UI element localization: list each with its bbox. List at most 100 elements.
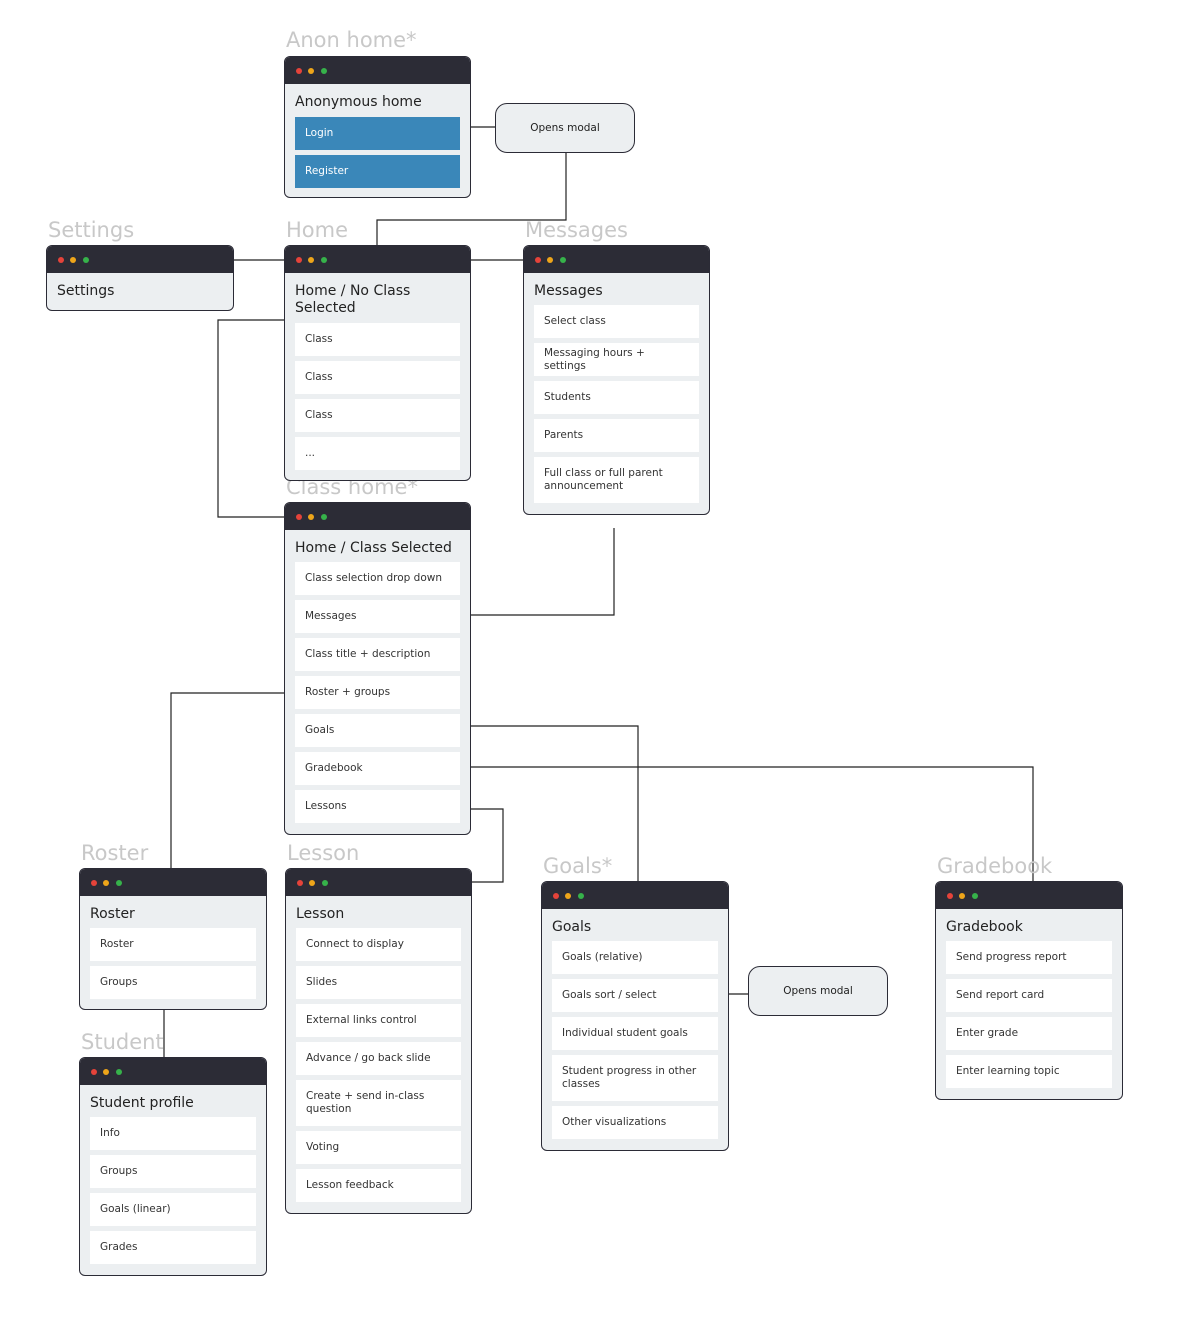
anon-home-window: Anonymous home Login Register [284, 56, 471, 198]
window-title: Roster [90, 906, 135, 922]
list-item[interactable]: Goals (linear) [90, 1193, 256, 1226]
maximize-dot-icon [972, 893, 978, 899]
list-item[interactable]: Messages [295, 600, 460, 633]
list-item[interactable]: ... [295, 437, 460, 470]
messages-window: Messages Select class Messaging hours + … [523, 245, 710, 515]
student-window: Student profile Info Groups Goals (linea… [79, 1057, 267, 1276]
label-roster: Roster [81, 841, 149, 865]
label-anon-home: Anon home* [286, 28, 417, 52]
minimize-dot-icon [308, 68, 314, 74]
close-dot-icon [296, 257, 302, 263]
goals-window: Goals Goals (relative) Goals sort / sele… [541, 881, 729, 1151]
close-dot-icon [535, 257, 541, 263]
window-title: Messages [534, 283, 603, 299]
list-item[interactable]: Send progress report [946, 941, 1112, 974]
maximize-dot-icon [321, 68, 327, 74]
register-button[interactable]: Register [295, 155, 460, 188]
list-item[interactable]: Create + send in-class question [296, 1080, 461, 1126]
list-item[interactable]: Roster + groups [295, 676, 460, 709]
list-item[interactable]: Full class or full parent announcement [534, 457, 699, 503]
maximize-dot-icon [321, 257, 327, 263]
opens-modal-node: Opens modal [748, 966, 888, 1016]
list-item[interactable]: Lessons [295, 790, 460, 823]
roster-window: Roster Roster Groups [79, 868, 267, 1010]
maximize-dot-icon [83, 257, 89, 263]
window-title: Gradebook [946, 919, 1023, 935]
list-item[interactable]: Other visualizations [552, 1106, 718, 1139]
window-titlebar [80, 1058, 266, 1085]
minimize-dot-icon [565, 893, 571, 899]
label-gradebook: Gradebook [937, 854, 1053, 878]
label-settings: Settings [48, 218, 135, 242]
list-item[interactable]: Class [295, 399, 460, 432]
label-home: Home [286, 218, 349, 242]
list-item[interactable]: Grades [90, 1231, 256, 1264]
list-item[interactable]: Lesson feedback [296, 1169, 461, 1202]
window-titlebar [47, 246, 233, 273]
list-item[interactable]: Parents [534, 419, 699, 452]
list-item[interactable]: Select class [534, 305, 699, 338]
lesson-window: Lesson Connect to display Slides Externa… [285, 868, 472, 1214]
link-classhome-gradebook [470, 766, 1034, 882]
window-titlebar [285, 503, 470, 530]
list-item[interactable]: Info [90, 1117, 256, 1150]
list-item[interactable]: Class [295, 361, 460, 394]
list-item[interactable]: Connect to display [296, 928, 461, 961]
window-title: Lesson [296, 906, 345, 922]
window-title: Anonymous home [295, 94, 422, 110]
close-dot-icon [296, 68, 302, 74]
list-item[interactable]: Groups [90, 966, 256, 999]
minimize-dot-icon [959, 893, 965, 899]
link-classhome-roster [170, 692, 285, 869]
window-titlebar [542, 882, 728, 909]
window-title: Goals [552, 919, 592, 935]
minimize-dot-icon [309, 880, 315, 886]
list-item[interactable]: Enter learning topic [946, 1055, 1112, 1088]
label-student: Student [81, 1030, 164, 1054]
home-window: Home / No Class Selected Class Class Cla… [284, 245, 471, 481]
minimize-dot-icon [308, 257, 314, 263]
close-dot-icon [553, 893, 559, 899]
list-item[interactable]: Students [534, 381, 699, 414]
list-item[interactable]: Goals (relative) [552, 941, 718, 974]
settings-window: Settings [46, 245, 234, 311]
close-dot-icon [58, 257, 64, 263]
login-button[interactable]: Login [295, 117, 460, 150]
minimize-dot-icon [70, 257, 76, 263]
list-item[interactable]: Class title + description [295, 638, 460, 671]
list-item[interactable]: External links control [296, 1004, 461, 1037]
list-item[interactable]: Advance / go back slide [296, 1042, 461, 1075]
close-dot-icon [297, 880, 303, 886]
link-home-classhome [217, 319, 285, 518]
list-item[interactable]: Class selection drop down [295, 562, 460, 595]
window-titlebar [286, 869, 471, 896]
list-item[interactable]: Roster [90, 928, 256, 961]
list-item[interactable]: Send report card [946, 979, 1112, 1012]
list-item[interactable]: Class [295, 323, 460, 356]
label-class-home: Class home* [286, 475, 418, 499]
list-item[interactable]: Goals sort / select [552, 979, 718, 1012]
close-dot-icon [947, 893, 953, 899]
close-dot-icon [296, 514, 302, 520]
window-titlebar [80, 869, 266, 896]
link-classhome-lesson [470, 808, 504, 883]
list-item[interactable]: Voting [296, 1131, 461, 1164]
window-title: Home / No Class Selected [295, 283, 411, 316]
maximize-dot-icon [321, 514, 327, 520]
minimize-dot-icon [103, 1069, 109, 1075]
minimize-dot-icon [308, 514, 314, 520]
label-lesson: Lesson [287, 841, 360, 865]
label-goals: Goals* [543, 854, 613, 878]
list-item[interactable]: Messaging hours + settings [534, 343, 699, 376]
list-item[interactable]: Gradebook [295, 752, 460, 785]
list-item[interactable]: Individual student goals [552, 1017, 718, 1050]
list-item[interactable]: Enter grade [946, 1017, 1112, 1050]
list-item[interactable]: Slides [296, 966, 461, 999]
list-item[interactable]: Goals [295, 714, 460, 747]
close-dot-icon [91, 880, 97, 886]
list-item[interactable]: Groups [90, 1155, 256, 1188]
list-item[interactable]: Student progress in other classes [552, 1055, 718, 1101]
link-classhome-goals [470, 725, 639, 882]
minimize-dot-icon [547, 257, 553, 263]
opens-modal-node: Opens modal [495, 103, 635, 153]
